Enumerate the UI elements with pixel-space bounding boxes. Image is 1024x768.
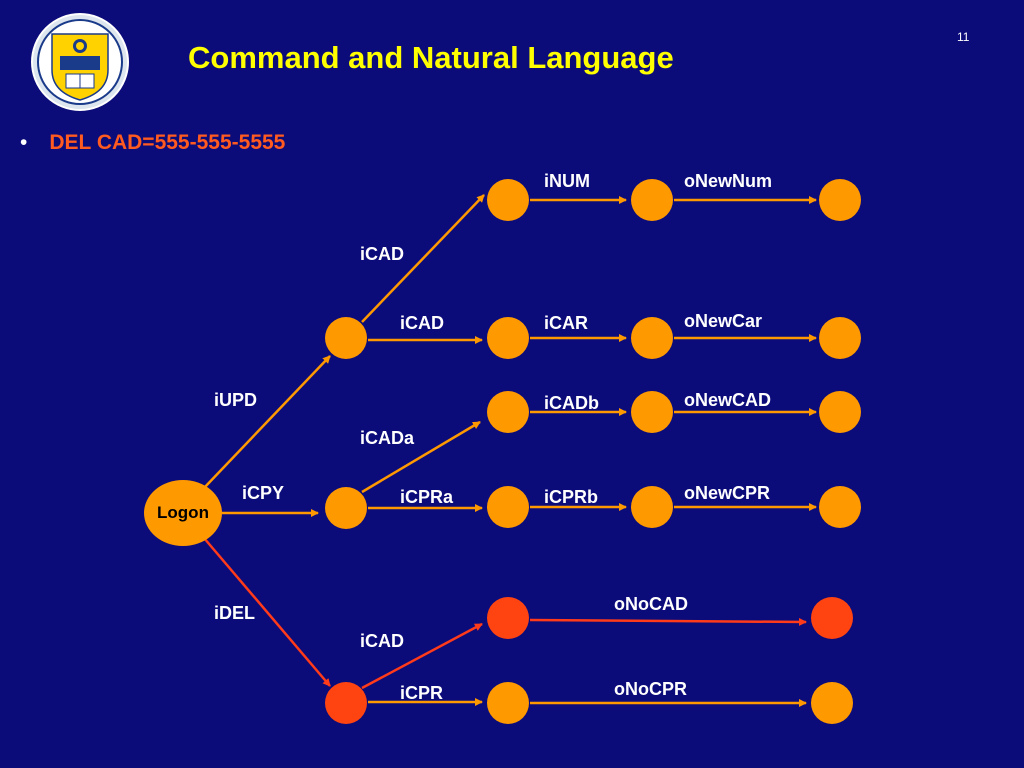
label-inum: iNUM bbox=[544, 171, 590, 191]
node-nocpr-1 bbox=[487, 682, 529, 724]
node-cad-2 bbox=[631, 391, 673, 433]
node-logon-label: Logon bbox=[157, 503, 209, 522]
node-nocad-2 bbox=[811, 597, 853, 639]
university-of-delaware-logo bbox=[31, 13, 129, 111]
label-icpra: iCPRa bbox=[400, 487, 454, 507]
label-icpy: iCPY bbox=[242, 483, 285, 503]
node-del bbox=[325, 682, 367, 724]
label-icar: iCAR bbox=[544, 313, 588, 333]
edge-logon-iupd bbox=[203, 355, 331, 489]
node-cpr-3 bbox=[819, 486, 861, 528]
node-nocad-1 bbox=[487, 597, 529, 639]
bullet-dot: • bbox=[20, 131, 28, 154]
label-onewcar: oNewCar bbox=[684, 311, 763, 331]
label-idel: iDEL bbox=[214, 603, 256, 623]
label-icad-lower: iCAD bbox=[360, 631, 404, 651]
edge-onocad bbox=[529, 617, 807, 626]
label-icad-upper: iCAD bbox=[360, 244, 404, 264]
label-onewcpr: oNewCPR bbox=[684, 483, 771, 503]
edge-icad-lower bbox=[361, 622, 483, 690]
bullet-item: • DEL CAD=555-555-5555 bbox=[20, 131, 285, 155]
node-car-3 bbox=[819, 317, 861, 359]
bullet-text: DEL CAD=555-555-5555 bbox=[49, 131, 286, 154]
node-num-3 bbox=[819, 179, 861, 221]
label-onewcad: oNewCAD bbox=[684, 390, 772, 410]
edge-icada bbox=[361, 420, 481, 494]
label-onocad: oNoCAD bbox=[614, 594, 688, 614]
label-onewnum: oNewNum bbox=[684, 171, 773, 191]
slide-title: Command and Natural Language bbox=[188, 40, 674, 75]
node-logon bbox=[144, 480, 222, 546]
node-upd bbox=[325, 317, 367, 359]
node-cpr-1 bbox=[487, 486, 529, 528]
label-icada: iCADa bbox=[360, 428, 415, 448]
label-iupd: iUPD bbox=[214, 390, 258, 410]
node-nocpr-2 bbox=[811, 682, 853, 724]
label-icprb: iCPRb bbox=[544, 487, 598, 507]
node-num-2 bbox=[631, 179, 673, 221]
edge-icad-upper bbox=[361, 194, 485, 323]
node-cpy bbox=[325, 487, 367, 529]
slide-number: 11 bbox=[957, 30, 970, 44]
edge-idel bbox=[203, 537, 331, 687]
node-cpr-2 bbox=[631, 486, 673, 528]
node-num-1 bbox=[487, 179, 529, 221]
label-icadb: iCADb bbox=[544, 393, 599, 413]
node-car-2 bbox=[631, 317, 673, 359]
node-car-1 bbox=[487, 317, 529, 359]
label-onocpr: oNoCPR bbox=[614, 679, 687, 699]
label-icad-mid: iCAD bbox=[400, 313, 444, 333]
node-cad-1 bbox=[487, 391, 529, 433]
label-icpr: iCPR bbox=[400, 683, 444, 703]
node-cad-3 bbox=[819, 391, 861, 433]
